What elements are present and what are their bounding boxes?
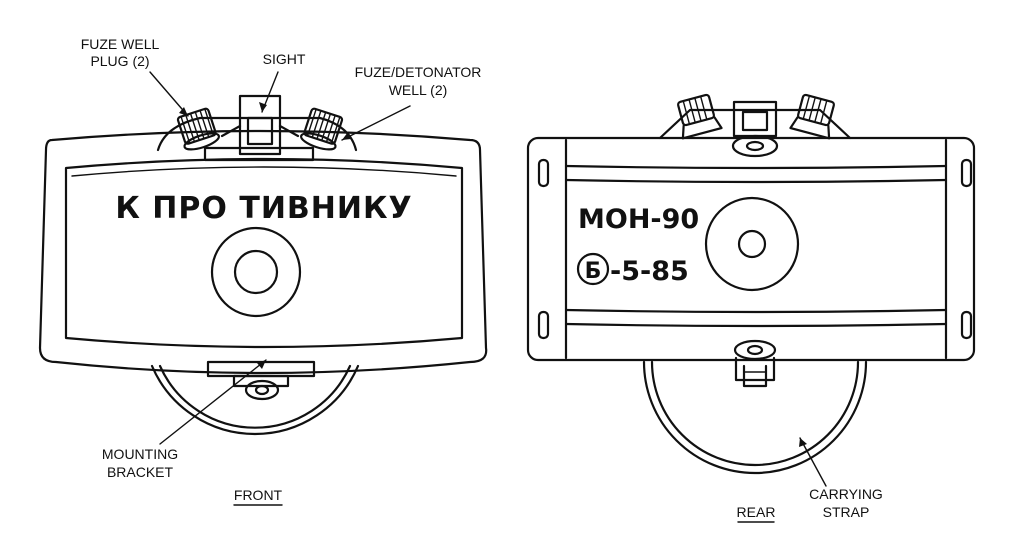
- arrow-fuze-well-plug: [179, 107, 188, 116]
- leader-fuze-well-plug: [149, 71, 189, 117]
- front-center-boss-outer: [210, 226, 302, 318]
- arrow-mounting-bracket: [257, 360, 266, 369]
- label-carrying-strap-line1: CARRYING: [809, 486, 883, 502]
- leader-carrying-strap: [799, 437, 827, 487]
- rear-model-marking: МОН-90: [578, 204, 699, 235]
- rear-stamp-letter: Б: [585, 259, 602, 284]
- rear-center-boss-inner: [737, 229, 767, 259]
- rear-body-outline: [526, 136, 976, 362]
- label-fuze-detonator-well-line2: WELL (2): [389, 82, 448, 98]
- label-fuze-well-plug-line1: FUZE WELL: [81, 36, 160, 52]
- front-sight: [203, 94, 315, 162]
- front-body-outline: [38, 129, 488, 375]
- rear-fuze-well-plug-right: [789, 93, 835, 140]
- caption-rear: REAR: [737, 504, 776, 520]
- rear-stamp-code: -5-85: [610, 256, 689, 287]
- front-fuze-well-plug-left: [176, 107, 221, 151]
- front-stencil-text: К ПРО ТИВНИКУ: [115, 191, 412, 226]
- caption-front: FRONT: [234, 487, 283, 503]
- label-fuze-detonator-well-line1: FUZE/DETONATOR: [355, 64, 482, 80]
- label-carrying-strap-line2: STRAP: [823, 504, 870, 520]
- label-mounting-bracket-line2: BRACKET: [107, 464, 174, 480]
- arrow-sight: [259, 102, 267, 112]
- leader-fuze-detonator-well: [341, 105, 411, 141]
- arrow-fuze-detonator-well: [342, 132, 351, 140]
- rear-center-boss-outer: [704, 196, 800, 292]
- front-view: К ПРО ТИВНИКУ: [38, 94, 488, 436]
- rear-fuze-well-plug-left: [677, 93, 723, 140]
- leader-mounting-bracket: [159, 359, 267, 445]
- front-face-panel: [64, 157, 464, 349]
- front-carrying-strap: [150, 364, 360, 436]
- rear-stamp-circle: [576, 252, 610, 286]
- label-mounting-bracket-line1: MOUNTING: [102, 446, 178, 462]
- rear-carrying-strap: [642, 360, 868, 475]
- front-center-boss-inner: [233, 249, 279, 295]
- labels: FUZE WELL PLUG (2) SIGHT FUZE/DETONATOR …: [81, 36, 883, 523]
- label-fuze-well-plug-line2: PLUG (2): [90, 53, 149, 69]
- rear-mounting-bracket: [733, 339, 777, 388]
- rear-sight: [731, 100, 779, 158]
- arrow-carrying-strap: [799, 438, 807, 447]
- front-fuze-well-plug-right: [299, 107, 344, 151]
- rear-view: МОН-90 Б -5-85: [526, 93, 976, 475]
- label-sight: SIGHT: [263, 51, 306, 67]
